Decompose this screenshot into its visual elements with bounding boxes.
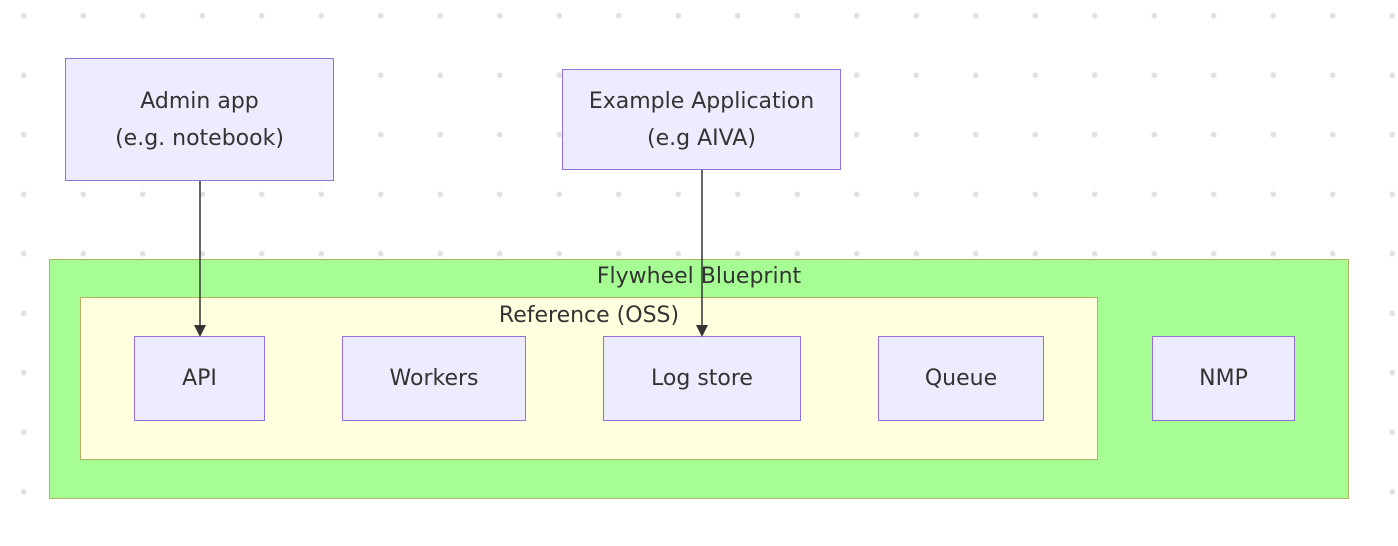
node-api[interactable]: API [134,336,265,421]
node-workers[interactable]: Workers [342,336,526,421]
node-api-label: API [182,366,217,391]
node-example-application[interactable]: Example Application (e.g AIVA) [562,69,841,170]
node-workers-label: Workers [389,366,479,391]
node-admin-app-title: Admin app [140,88,259,114]
node-log-store[interactable]: Log store [603,336,801,421]
node-nmp[interactable]: NMP [1152,336,1295,421]
node-admin-app[interactable]: Admin app (e.g. notebook) [65,58,334,181]
node-nmp-label: NMP [1199,366,1248,391]
group-title-reference-oss: Reference (OSS) [498,303,680,328]
node-example-application-title: Example Application [588,88,815,114]
node-example-application-subtitle: (e.g AIVA) [647,125,756,151]
node-queue-label: Queue [924,366,998,391]
node-queue[interactable]: Queue [878,336,1044,421]
node-log-store-label: Log store [651,366,753,391]
group-title-flywheel-blueprint: Flywheel Blueprint [596,264,802,289]
node-admin-app-subtitle: (e.g. notebook) [115,125,284,151]
